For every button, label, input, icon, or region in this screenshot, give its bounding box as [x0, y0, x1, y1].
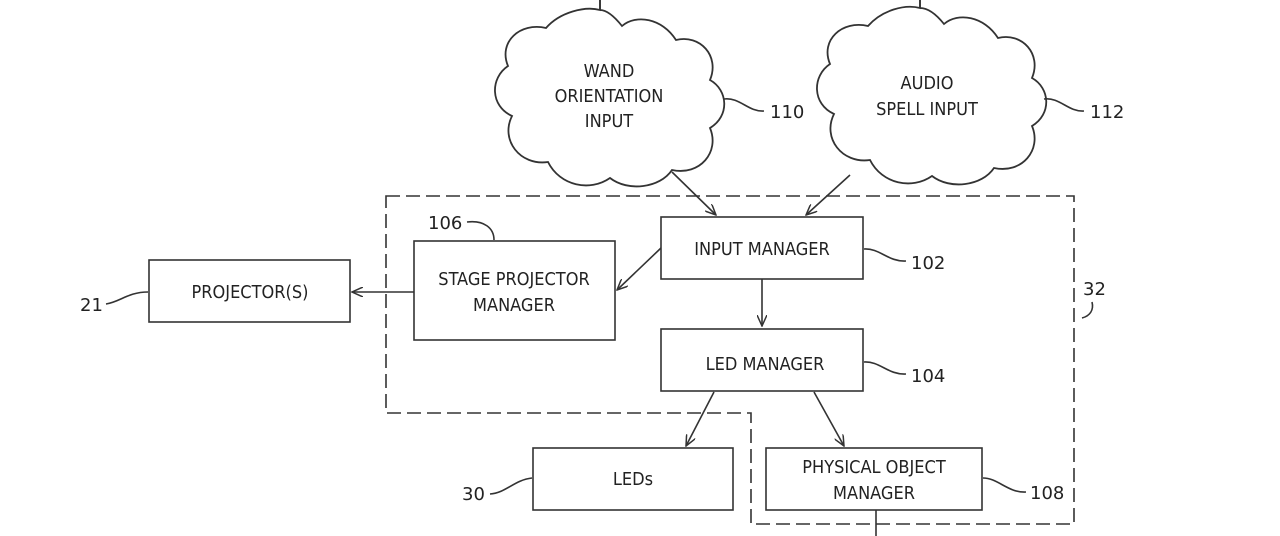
box-physical-object-manager: PHYSICAL OBJECT MANAGER — [765, 447, 983, 511]
ref-21: 21 — [80, 295, 103, 316]
box-label: LED MANAGER — [706, 354, 825, 375]
ref-112: 112 — [1090, 102, 1124, 123]
arrow-input-to-stage — [617, 247, 662, 290]
arrow-led-to-physical — [813, 391, 844, 446]
box-leds: LEDs — [532, 447, 734, 511]
box-input-manager: INPUT MANAGER — [660, 216, 864, 280]
leader-30 — [489, 477, 533, 495]
leader-112 — [1043, 98, 1085, 112]
box-projectors: PROJECTOR(S) — [148, 259, 351, 323]
box-label: MANAGER — [473, 295, 555, 316]
ref-32: 32 — [1083, 279, 1106, 300]
leader-102 — [863, 248, 907, 262]
cloud-wand-orientation-input: WAND ORIENTATION INPUT — [494, 0, 726, 188]
box-label: INPUT MANAGER — [694, 239, 829, 260]
arrow-led-to-leds — [686, 391, 715, 446]
box-label: MANAGER — [833, 483, 915, 504]
ref-30: 30 — [462, 484, 485, 505]
ref-102: 102 — [911, 253, 945, 274]
leader-32 — [1081, 301, 1094, 319]
cloud-label-line: ORIENTATION — [555, 86, 664, 107]
box-stage-projector-manager: STAGE PROJECTOR MANAGER — [413, 240, 616, 341]
box-label: LEDs — [613, 469, 653, 490]
arrow-audio-to-input — [806, 174, 851, 215]
leader-106 — [466, 220, 495, 241]
ref-110: 110 — [770, 102, 804, 123]
leader-110 — [723, 98, 765, 112]
box-label: PROJECTOR(S) — [192, 282, 309, 303]
box-label: STAGE PROJECTOR — [438, 269, 589, 290]
cloud-audio-spell-input: AUDIO SPELL INPUT — [816, 0, 1048, 186]
leader-104 — [863, 361, 907, 375]
cloud-label-line: INPUT — [585, 111, 634, 132]
box-label: PHYSICAL OBJECT — [802, 457, 946, 478]
cloud-label-line: AUDIO — [901, 73, 954, 94]
system-boundary-32 — [385, 195, 1075, 525]
arrow-wand-to-input — [671, 171, 716, 215]
leader-21 — [105, 291, 149, 305]
box-led-manager: LED MANAGER — [660, 328, 864, 392]
cloud-label-line: SPELL INPUT — [876, 99, 978, 120]
ref-104: 104 — [911, 366, 945, 387]
ref-108: 108 — [1030, 483, 1064, 504]
leader-108 — [982, 477, 1027, 493]
ref-106: 106 — [428, 213, 462, 234]
cloud-label-line: WAND — [584, 61, 635, 82]
